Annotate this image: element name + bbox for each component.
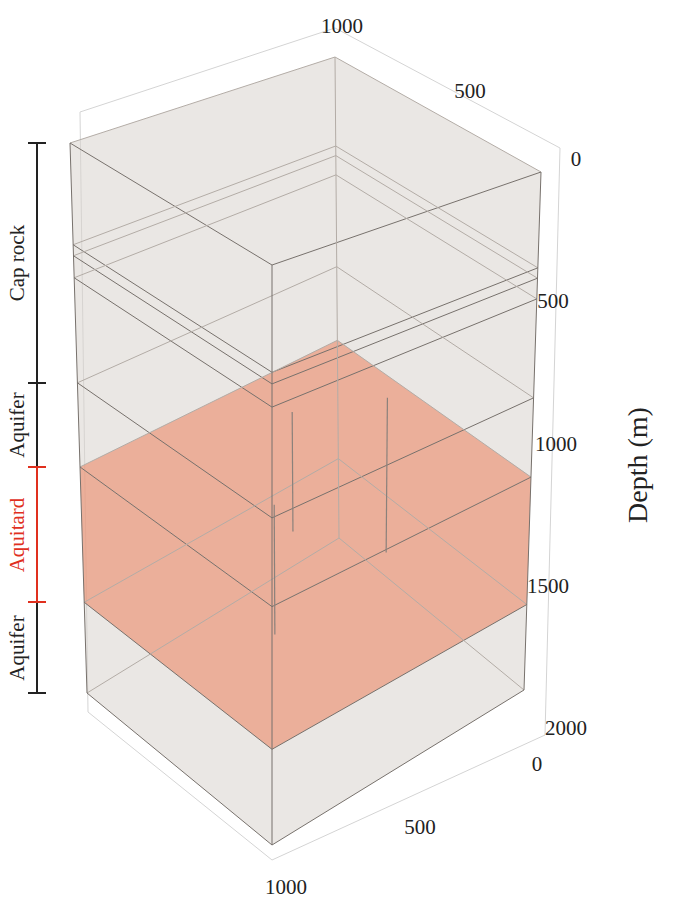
axis-tick-label: 500 (537, 290, 569, 313)
layer-label: Cap rock (6, 225, 29, 301)
block-face (70, 57, 541, 265)
layer-back-edge (80, 340, 531, 477)
bracket-line (36, 602, 38, 693)
bracket-tick (28, 692, 46, 694)
layer-interface (70, 143, 541, 265)
layer-back-edge (70, 57, 541, 172)
aquitard-layer (272, 477, 531, 749)
layer-back-edge (84, 459, 527, 605)
layer-back-edge (73, 146, 538, 268)
bracket-line (36, 383, 38, 467)
layer-back-edge (87, 538, 524, 693)
bracket-tick (28, 466, 46, 468)
layer-label: Aquifer (6, 392, 29, 457)
block-back-edge (335, 57, 339, 538)
block-edge (272, 265, 273, 845)
block-edge (524, 172, 541, 690)
axis-tick-label: 1500 (527, 575, 569, 598)
layer-label: Aquifer (6, 615, 29, 680)
bracket-tick (28, 382, 46, 384)
layer-interface (80, 467, 531, 607)
axis-tick-label: 500 (454, 80, 486, 103)
layer-back-edge (73, 156, 537, 279)
axis-tick-label: 1000 (535, 433, 577, 456)
well-line (292, 412, 294, 531)
aquitard-layer (80, 467, 272, 749)
axis-tick-label: 1000 (321, 15, 363, 38)
axis-tick-label: 0 (571, 148, 582, 171)
block-edge (70, 143, 87, 693)
axis-tick-label: 500 (404, 816, 436, 839)
layer-interface (84, 602, 527, 749)
bracket-tick (28, 142, 46, 144)
axis-tick-label: 2000 (545, 717, 587, 740)
axis-tick-label: 1000 (265, 876, 307, 899)
layer-interface (74, 278, 537, 407)
axis-title: Depth (m) (623, 407, 654, 523)
well-line (386, 398, 387, 553)
well-line (274, 505, 276, 635)
layer-interface (77, 383, 533, 518)
bracket-tick (28, 601, 46, 603)
layer-interface (87, 690, 524, 845)
layer-label: Aquitard (6, 498, 29, 573)
layer-back-edge (77, 267, 533, 398)
bracket-line (36, 467, 38, 602)
axis-tick-label: 0 (532, 753, 543, 776)
layer-interface (73, 256, 537, 384)
bracket-line (36, 143, 38, 383)
